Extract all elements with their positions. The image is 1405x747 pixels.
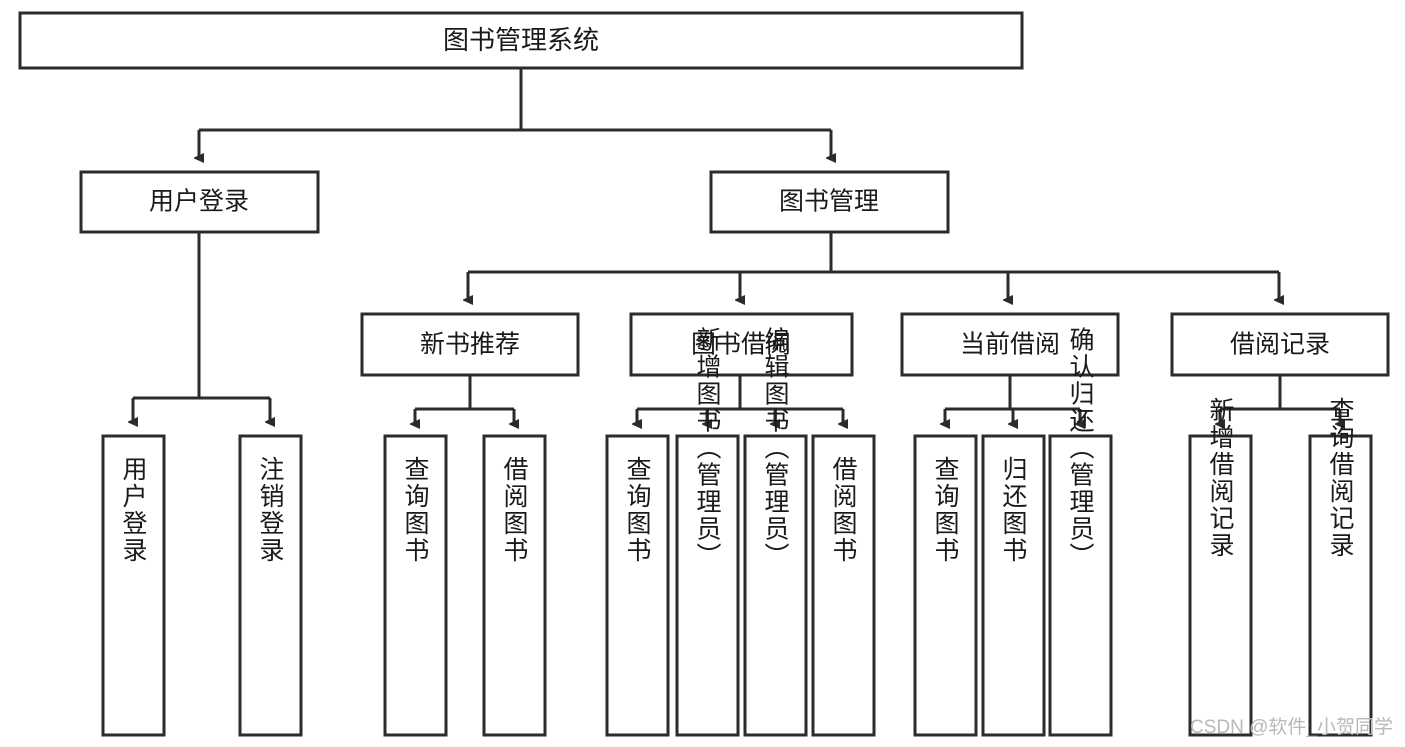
node-book-borrow[interactable]: 图书借阅 xyxy=(629,312,854,377)
node-borrow-record[interactable]: 借阅记录 xyxy=(1170,312,1390,377)
leaf-node-borrow-book[interactable]: 借阅图书 xyxy=(811,434,876,737)
node-user-login-box xyxy=(79,170,320,234)
connector-group-bookborrow-to-leaves xyxy=(637,375,843,424)
node-book-management-box xyxy=(709,170,950,234)
node-borrow-record-label: 借阅记录 xyxy=(1230,331,1330,359)
leaf-node-add-book-admin[interactable]: 新增图书（管理员） xyxy=(675,327,740,737)
leaf-node-user-login-box xyxy=(101,434,166,737)
leaf-node-borrow-book-box xyxy=(811,434,876,737)
connector-group-currentborrow-to-leaves xyxy=(945,375,1080,424)
node-book-borrow-label: 图书借阅 xyxy=(691,331,791,359)
node-book-borrow-box xyxy=(629,312,854,377)
leaf-node-add-book-admin-box xyxy=(675,434,740,737)
leaf-node-add-book-admin-label: 新增图书（管理员） xyxy=(693,327,722,570)
node-borrow-record-box xyxy=(1170,312,1390,377)
leaf-node-confirm-return-admin[interactable]: 确认归还（管理员） xyxy=(1048,327,1113,737)
node-book-management-label: 图书管理 xyxy=(779,188,879,216)
leaf-node-add-borrow-record[interactable]: 新增借阅记录 xyxy=(1188,397,1253,737)
leaf-node-query-book-current-label: 查询图书 xyxy=(931,456,960,564)
leaf-node-borrow-book-recommend-box xyxy=(482,434,547,737)
leaf-node-query-book-recommend-label: 查询图书 xyxy=(401,456,430,564)
node-current-borrow-box xyxy=(900,312,1120,377)
leaf-node-confirm-return-admin-label: 确认归还（管理员） xyxy=(1066,327,1095,570)
leaf-node-query-book-borrow-box xyxy=(605,434,670,737)
leaf-node-query-borrow-record[interactable]: 查询借阅记录 xyxy=(1308,397,1373,737)
node-root-system-label: 图书管理系统 xyxy=(443,25,599,55)
node-new-book-recommend[interactable]: 新书推荐 xyxy=(360,312,580,377)
node-current-borrow[interactable]: 当前借阅 xyxy=(900,312,1120,377)
leaf-node-edit-book-admin[interactable]: 编辑图书（管理员） xyxy=(743,327,808,737)
node-book-management[interactable]: 图书管理 xyxy=(709,170,950,234)
leaf-node-query-book-recommend-box xyxy=(383,434,448,737)
leaf-node-return-book-box xyxy=(981,434,1046,737)
leaf-node-add-borrow-record-box xyxy=(1188,434,1253,737)
node-user-login[interactable]: 用户登录 xyxy=(79,170,320,234)
leaf-node-logout-box xyxy=(238,434,303,737)
leaf-node-edit-book-admin-box xyxy=(743,434,808,737)
leaf-node-query-book-current-box xyxy=(913,434,978,737)
leaf-node-query-book-borrow-label: 查询图书 xyxy=(623,456,652,564)
leaf-node-borrow-book-recommend[interactable]: 借阅图书 xyxy=(482,434,547,737)
node-root-system[interactable]: 图书管理系统 xyxy=(18,11,1024,70)
leaf-node-borrow-book-label: 借阅图书 xyxy=(829,456,858,564)
connector-group-userlogin-to-leaves xyxy=(133,232,270,422)
connector-group-borrowrecord-to-leaves xyxy=(1220,375,1340,424)
leaf-node-borrow-book-recommend-label: 借阅图书 xyxy=(500,456,529,564)
leaf-node-logout[interactable]: 注销登录 xyxy=(238,434,303,737)
node-new-book-recommend-label: 新书推荐 xyxy=(420,331,520,359)
leaf-node-query-borrow-record-label: 查询借阅记录 xyxy=(1326,397,1355,559)
leaf-node-logout-label: 注销登录 xyxy=(256,456,285,564)
leaf-node-query-book-recommend[interactable]: 查询图书 xyxy=(383,434,448,737)
node-new-book-recommend-box xyxy=(360,312,580,377)
connector-group-root-to-level2 xyxy=(199,68,831,158)
leaf-node-user-login-label: 用户登录 xyxy=(119,456,148,564)
leaf-node-confirm-return-admin-box xyxy=(1048,434,1113,737)
leaf-node-add-borrow-record-label: 新增借阅记录 xyxy=(1206,397,1235,559)
leaf-node-return-book[interactable]: 归还图书 xyxy=(981,434,1046,737)
node-user-login-label: 用户登录 xyxy=(149,188,249,216)
leaf-node-edit-book-admin-label: 编辑图书（管理员） xyxy=(761,327,790,570)
connector-group-bookmgmt-to-level3 xyxy=(468,232,1279,300)
leaf-node-return-book-label: 归还图书 xyxy=(999,456,1028,564)
leaf-node-user-login[interactable]: 用户登录 xyxy=(101,434,166,737)
leaf-node-query-book-current[interactable]: 查询图书 xyxy=(913,434,978,737)
node-current-borrow-label: 当前借阅 xyxy=(960,331,1060,359)
leaf-node-query-borrow-record-box xyxy=(1308,434,1373,737)
node-root-system-box xyxy=(18,11,1024,70)
leaf-node-query-book-borrow[interactable]: 查询图书 xyxy=(605,434,670,737)
connector-group-newbook-to-leaves xyxy=(415,375,514,424)
